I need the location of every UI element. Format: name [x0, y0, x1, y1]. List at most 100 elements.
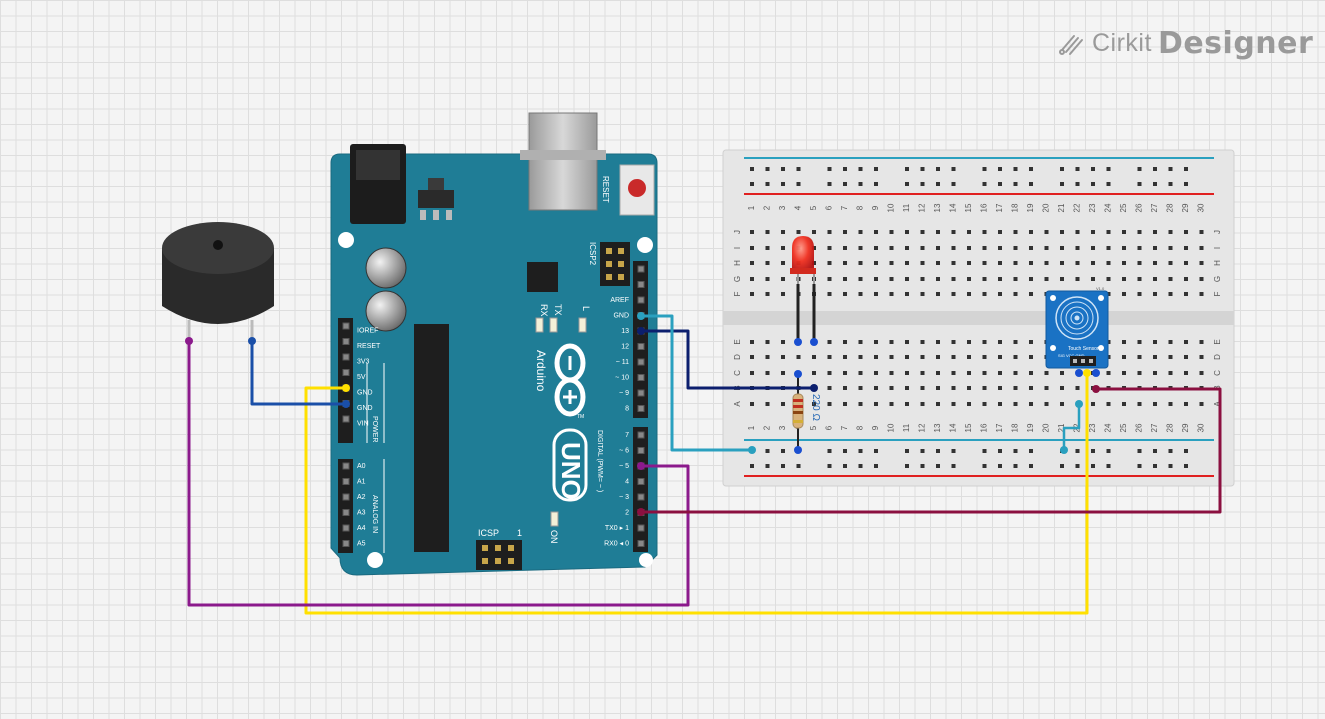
breadboard-hole[interactable] [874, 340, 878, 344]
breadboard-hole[interactable] [967, 402, 971, 406]
header-pin[interactable] [637, 431, 645, 439]
breadboard-hole[interactable] [1122, 355, 1126, 359]
breadboard-hole[interactable] [1029, 355, 1033, 359]
breadboard-hole[interactable] [889, 246, 894, 250]
breadboard-hole[interactable] [951, 371, 956, 375]
breadboard-hole[interactable] [920, 402, 925, 406]
rail-hole[interactable] [982, 167, 987, 171]
breadboard-hole[interactable] [967, 292, 971, 296]
rail-hole[interactable] [827, 464, 832, 468]
rail-hole[interactable] [1153, 464, 1157, 468]
breadboard-hole[interactable] [1122, 292, 1126, 296]
rail-hole[interactable] [1106, 464, 1111, 468]
rail-hole[interactable] [951, 182, 956, 186]
breadboard-hole[interactable] [1029, 261, 1033, 265]
breadboard-hole[interactable] [1122, 277, 1126, 281]
breadboard-hole[interactable] [967, 340, 971, 344]
breadboard-hole[interactable] [796, 355, 801, 359]
rail-hole[interactable] [765, 449, 770, 453]
rail-hole[interactable] [905, 449, 909, 453]
breadboard-hole[interactable] [889, 371, 894, 375]
breadboard-hole[interactable] [967, 261, 971, 265]
header-pin[interactable] [342, 369, 350, 376]
breadboard-hole[interactable] [905, 292, 909, 296]
breadboard-hole[interactable] [843, 355, 847, 359]
breadboard-hole[interactable] [1029, 386, 1033, 390]
breadboard-hole[interactable] [905, 371, 909, 375]
breadboard-hole[interactable] [1044, 402, 1049, 406]
rail-hole[interactable] [1075, 182, 1080, 186]
header-pin[interactable] [342, 493, 350, 501]
breadboard-hole[interactable] [1199, 230, 1204, 234]
rail-hole[interactable] [1091, 182, 1095, 186]
rail-hole[interactable] [1091, 449, 1095, 453]
breadboard-hole[interactable] [1060, 371, 1064, 375]
breadboard-hole[interactable] [1091, 277, 1095, 281]
breadboard-hole[interactable] [920, 386, 925, 390]
breadboard-hole[interactable] [1168, 261, 1173, 265]
breadboard-hole[interactable] [1137, 246, 1142, 250]
breadboard-hole[interactable] [1075, 277, 1080, 281]
breadboard-hole[interactable] [781, 246, 785, 250]
breadboard-hole[interactable] [889, 355, 894, 359]
breadboard-hole[interactable] [1137, 355, 1142, 359]
breadboard-hole[interactable] [1153, 246, 1157, 250]
breadboard-hole[interactable] [920, 371, 925, 375]
rail-hole[interactable] [843, 167, 847, 171]
breadboard-hole[interactable] [1029, 292, 1033, 296]
breadboard-hole[interactable] [874, 277, 878, 281]
rail-hole[interactable] [1137, 464, 1142, 468]
breadboard-hole[interactable] [982, 355, 987, 359]
breadboard-hole[interactable] [874, 246, 878, 250]
header-pin[interactable] [342, 509, 350, 516]
breadboard-hole[interactable] [1184, 277, 1188, 281]
breadboard-hole[interactable] [874, 355, 878, 359]
breadboard-hole[interactable] [765, 230, 770, 234]
breadboard-hole[interactable] [1044, 277, 1049, 281]
breadboard-hole[interactable] [936, 277, 940, 281]
breadboard-hole[interactable] [1075, 246, 1080, 250]
breadboard-hole[interactable] [998, 261, 1002, 265]
breadboard-hole[interactable] [1013, 371, 1018, 375]
rail-hole[interactable] [1029, 464, 1033, 468]
rail-hole[interactable] [796, 167, 801, 171]
breadboard-hole[interactable] [1044, 246, 1049, 250]
breadboard-hole[interactable] [1137, 402, 1142, 406]
rail-hole[interactable] [1029, 449, 1033, 453]
rail-hole[interactable] [874, 449, 878, 453]
rail-hole[interactable] [1184, 449, 1188, 453]
breadboard-hole[interactable] [765, 402, 770, 406]
rail-hole[interactable] [1153, 167, 1157, 171]
breadboard-hole[interactable] [1137, 371, 1142, 375]
breadboard-hole[interactable] [843, 230, 847, 234]
rail-hole[interactable] [905, 464, 909, 468]
breadboard-hole[interactable] [781, 277, 785, 281]
breadboard-hole[interactable] [765, 277, 770, 281]
breadboard-hole[interactable] [951, 340, 956, 344]
rail-hole[interactable] [827, 182, 832, 186]
breadboard-hole[interactable] [1060, 230, 1064, 234]
rail-hole[interactable] [1168, 449, 1173, 453]
breadboard-hole[interactable] [765, 355, 770, 359]
breadboard-hole[interactable] [1168, 402, 1173, 406]
breadboard-hole[interactable] [812, 402, 816, 406]
breadboard-hole[interactable] [905, 277, 909, 281]
breadboard-hole[interactable] [827, 246, 832, 250]
breadboard-hole[interactable] [1075, 261, 1080, 265]
breadboard-hole[interactable] [827, 340, 832, 344]
breadboard-hole[interactable] [920, 277, 925, 281]
breadboard-hole[interactable] [1013, 261, 1018, 265]
rail-hole[interactable] [874, 167, 878, 171]
rail-hole[interactable] [905, 167, 909, 171]
breadboard-hole[interactable] [1199, 340, 1204, 344]
breadboard-hole[interactable] [889, 386, 894, 390]
breadboard-hole[interactable] [858, 230, 863, 234]
breadboard-hole[interactable] [750, 402, 754, 406]
breadboard-hole[interactable] [1029, 402, 1033, 406]
breadboard-hole[interactable] [936, 230, 940, 234]
breadboard-hole[interactable] [936, 402, 940, 406]
breadboard-hole[interactable] [1137, 292, 1142, 296]
breadboard-hole[interactable] [827, 292, 832, 296]
rail-hole[interactable] [1168, 167, 1173, 171]
breadboard-hole[interactable] [1044, 371, 1049, 375]
